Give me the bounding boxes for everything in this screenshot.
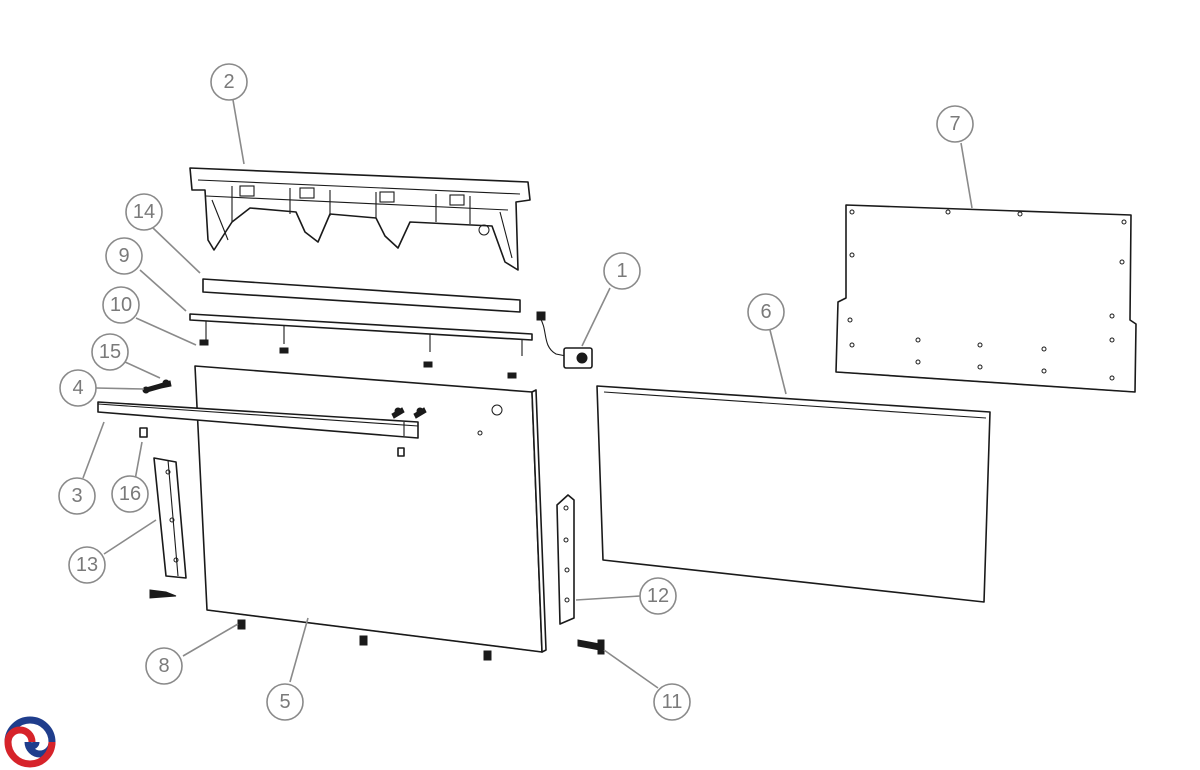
part-handle	[97, 401, 419, 439]
callout-11: 11	[653, 683, 691, 721]
part-left-hinge	[149, 457, 187, 599]
svg-text:1: 1	[616, 260, 627, 282]
svg-text:5: 5	[279, 691, 290, 713]
svg-text:6: 6	[760, 301, 771, 323]
callout-6: 6	[747, 293, 785, 331]
svg-text:15: 15	[99, 341, 121, 363]
callout-13: 13	[68, 546, 106, 584]
svg-text:14: 14	[133, 201, 155, 223]
callout-4: 4	[59, 369, 97, 407]
svg-text:16: 16	[119, 483, 141, 505]
part-right-hinge	[556, 494, 575, 625]
callout-9: 9	[105, 237, 143, 275]
part-strip	[202, 278, 521, 313]
svg-text:10: 10	[110, 294, 132, 316]
callout-5: 5	[266, 683, 304, 721]
part-clips	[199, 339, 517, 379]
part-back-plate	[835, 204, 1137, 393]
part-control-frame	[189, 167, 531, 271]
part-door-panel	[194, 365, 547, 653]
leader-lines	[82, 99, 973, 689]
callout-14: 14	[125, 193, 163, 231]
callout-10: 10	[102, 286, 140, 324]
callout-15: 15	[91, 333, 129, 371]
callout-12: 12	[639, 577, 677, 615]
callout-16: 16	[111, 475, 149, 513]
svg-text:13: 13	[76, 554, 98, 576]
svg-text:11: 11	[662, 691, 683, 713]
part-pin-bar	[189, 313, 533, 356]
callout-8: 8	[145, 647, 183, 685]
svg-text:4: 4	[72, 377, 83, 399]
svg-text:8: 8	[158, 655, 169, 677]
part-hinge-screw	[577, 639, 605, 655]
part-screws	[142, 379, 427, 419]
part-blocks	[139, 427, 405, 457]
svg-text:9: 9	[118, 245, 129, 267]
svg-text:2: 2	[223, 71, 234, 93]
part-switch	[536, 311, 593, 369]
callout-2: 2	[210, 63, 248, 101]
callout-1: 1	[603, 252, 641, 290]
svg-text:3: 3	[71, 485, 82, 507]
part-outer-panel	[596, 385, 991, 603]
brand-logo-icon	[4, 716, 56, 768]
svg-text:7: 7	[949, 113, 960, 135]
callout-3: 3	[58, 477, 96, 515]
svg-text:12: 12	[647, 585, 669, 607]
callout-7: 7	[936, 105, 974, 143]
